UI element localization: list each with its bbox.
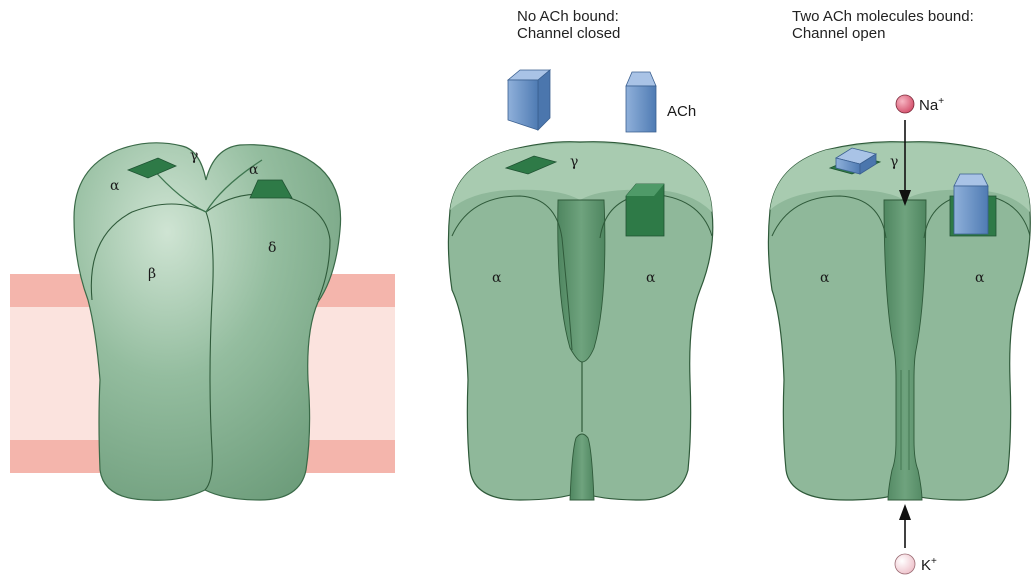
ach-molecule-left (508, 70, 550, 130)
closed-alpha-label-left: α (492, 270, 502, 286)
gamma-label-1: γ (190, 148, 198, 164)
alpha-label-1: α (110, 178, 120, 194)
delta-label: δ (268, 240, 276, 256)
receptor-open: γ α α (768, 142, 1030, 500)
sodium-ion-icon (896, 95, 914, 113)
potassium-ion-icon (895, 554, 915, 574)
closed-alpha-label-right: α (646, 270, 656, 286)
receptor-intact: α γ α β δ (74, 143, 341, 500)
open-alpha-label-left: α (820, 270, 830, 286)
ach-bound-right (954, 174, 988, 234)
k-label: K+ (921, 556, 937, 574)
beta-label: β (148, 266, 156, 282)
open-alpha-label-right: α (975, 270, 985, 286)
closed-gamma-label: γ (570, 154, 578, 170)
receptor-closed: γ α α (448, 142, 712, 500)
alpha-label-2: α (249, 162, 259, 178)
ach-label: ACh (667, 103, 696, 120)
ach-molecule-right (626, 72, 656, 132)
na-label: Na+ (919, 96, 944, 114)
open-gamma-label: γ (890, 154, 898, 170)
